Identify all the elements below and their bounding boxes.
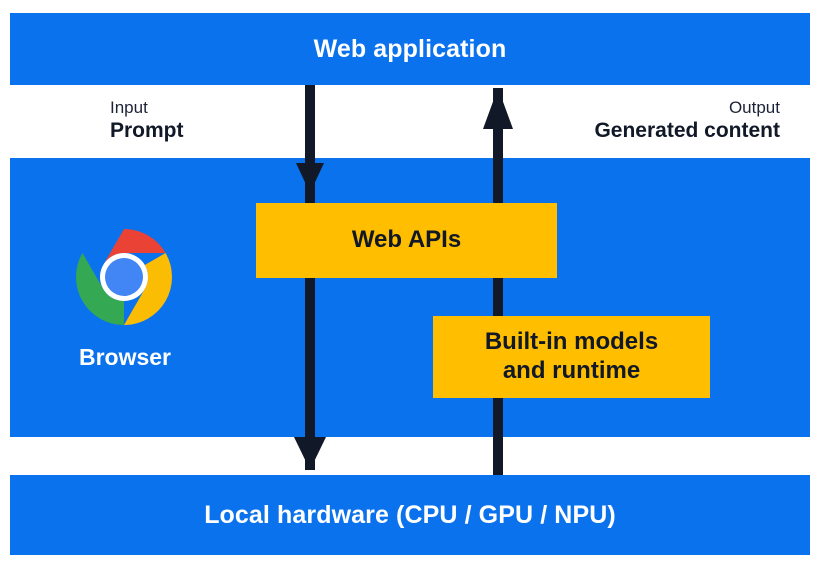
flow-output-kicker: Output — [728, 98, 780, 117]
flow-input-value: Prompt — [110, 119, 184, 143]
component-web-apis[interactable]: Web APIs — [256, 203, 557, 278]
component-web-apis-label: Web APIs — [351, 226, 462, 254]
flow-input-kicker: Input — [110, 98, 148, 117]
band-browser-label: Browser — [78, 344, 172, 370]
flow-label-input: Input Prompt — [110, 98, 184, 144]
band-web-application: Web application — [10, 13, 810, 85]
band-local-hardware-label: Local hardware (CPU / GPU / NPU) — [204, 500, 616, 529]
flow-label-output: Output Generated content — [594, 98, 780, 144]
band-web-application-label: Web application — [313, 34, 507, 63]
flow-output-value: Generated content — [594, 119, 780, 143]
chrome-logo-icon — [76, 229, 172, 325]
band-local-hardware: Local hardware (CPU / GPU / NPU) — [10, 475, 810, 555]
